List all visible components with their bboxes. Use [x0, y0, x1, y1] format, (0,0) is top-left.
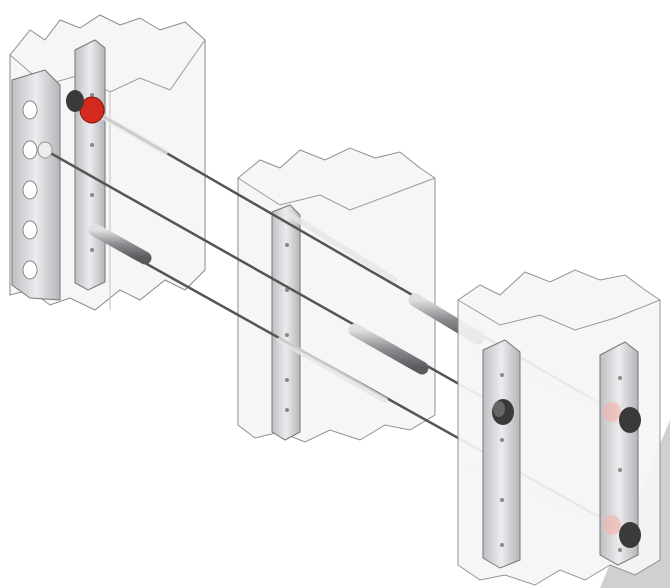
- end-cap-back-top: [603, 402, 641, 433]
- turnbuckle-middle: [348, 323, 429, 375]
- mounting-plate-left-outer: [11, 69, 61, 301]
- mounting-plate-right-front: [482, 339, 521, 569]
- end-cap-front: [492, 399, 514, 425]
- mounting-plate-left-inner: [74, 39, 106, 291]
- concrete-column-middle: [237, 147, 436, 443]
- mounting-plate-right-back: [599, 341, 639, 566]
- turnbuckle-bottom: [88, 223, 152, 265]
- mounting-plate-middle: [271, 204, 301, 441]
- end-fitting-left-middle: [37, 141, 53, 159]
- tensioner-red: [66, 90, 105, 124]
- end-cap-back-bottom: [603, 515, 641, 548]
